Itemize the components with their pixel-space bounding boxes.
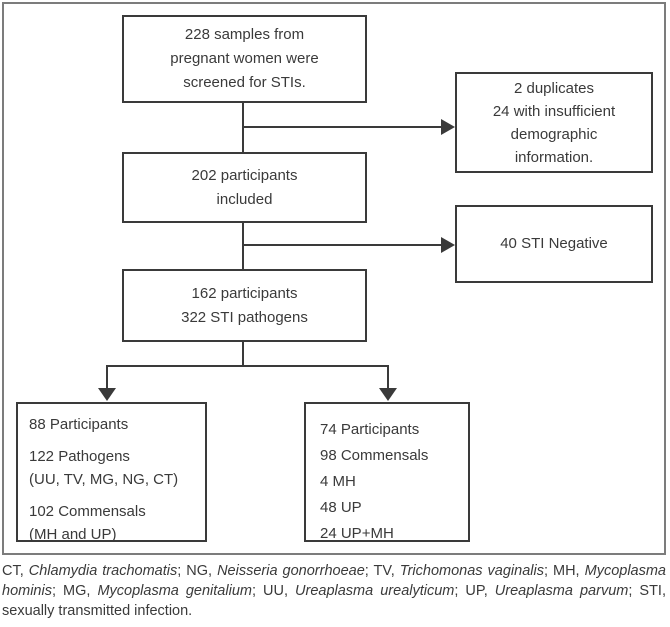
arrowhead-right-negative-icon bbox=[441, 237, 455, 253]
arrowhead-right-excluded-icon bbox=[441, 119, 455, 135]
connector-drop-pathogens bbox=[106, 365, 108, 390]
connector-branch-excluded bbox=[242, 126, 442, 128]
footnote-segment: Mycoplasma genitalium bbox=[97, 583, 252, 599]
box-text-line: 98 Commensals bbox=[320, 447, 429, 464]
footnote-segment: ; TV, bbox=[364, 563, 400, 579]
box-text-line: (MH and UP) bbox=[29, 526, 117, 543]
box-participants-included: 202 participants included bbox=[122, 152, 367, 223]
box-text-line: 2 duplicates bbox=[513, 79, 595, 97]
connector-included-to-positive bbox=[242, 223, 244, 269]
box-text-line: pregnant women were bbox=[170, 50, 319, 67]
arrowhead-down-pathogens-icon bbox=[98, 388, 116, 401]
box-text-line: 48 UP bbox=[320, 499, 362, 516]
footnote-segment: Chlamydia trachomatis bbox=[28, 563, 178, 579]
box-sti-negative: 40 STI Negative bbox=[455, 205, 653, 283]
box-commensals-group: 74 Participants 98 Commensals 4 MH 48 UP… bbox=[304, 402, 470, 542]
connector-positive-stem bbox=[242, 342, 244, 367]
footnote-segment: ; UP, bbox=[454, 583, 495, 599]
box-text-line: 24 with insufficient bbox=[492, 102, 616, 120]
box-text-line: 228 samples from bbox=[184, 26, 305, 43]
footnote-segment: Mycoplasma hominis bbox=[2, 563, 666, 599]
box-text-line: 4 MH bbox=[320, 473, 356, 490]
connector-branch-negative bbox=[242, 244, 442, 246]
footnote-segment: Ureaplasma urealyticum bbox=[295, 583, 455, 599]
box-text-line: 122 Pathogens bbox=[29, 448, 130, 465]
footnote-segment: Neisseria gonorrhoeae bbox=[217, 563, 365, 579]
box-text-line: 74 Participants bbox=[320, 421, 420, 438]
box-text-line: information. bbox=[514, 148, 594, 166]
connector-split-horizontal bbox=[106, 365, 389, 367]
box-text-line: 202 participants bbox=[191, 166, 298, 184]
footnote-segment: ; MG, bbox=[51, 583, 98, 599]
box-text-line: screened for STIs. bbox=[183, 74, 306, 91]
flowchart-frame: 228 samples from pregnant women were scr… bbox=[2, 2, 666, 555]
box-text-line: 40 STI Negative bbox=[500, 235, 608, 252]
connector-drop-commensals bbox=[387, 365, 389, 390]
footnote-segment: Trichomonas vaginalis bbox=[399, 563, 544, 579]
arrowhead-down-commensals-icon bbox=[379, 388, 397, 401]
box-samples-screened: 228 samples from pregnant women were scr… bbox=[122, 15, 367, 103]
footnote-segment: ; MH, bbox=[543, 563, 585, 579]
footnote-segment: ; NG, bbox=[177, 563, 218, 579]
footnote-segment: Ureaplasma parvum bbox=[494, 583, 629, 599]
box-text-line: included bbox=[216, 190, 273, 208]
box-text-line: 162 participants bbox=[191, 284, 298, 302]
box-text-line: 322 STI pathogens bbox=[181, 308, 308, 326]
footnote-segment: ; STI, sexually transmitted infection. bbox=[2, 583, 666, 619]
box-pathogens-group: 88 Participants 122 Pathogens (UU, TV, M… bbox=[16, 402, 207, 543]
box-text-line: demographic bbox=[510, 125, 598, 143]
box-sti-positive: 162 participants 322 STI pathogens bbox=[122, 269, 367, 342]
footnote-segment: CT, bbox=[2, 563, 29, 579]
box-text-line: 88 Participants bbox=[29, 416, 129, 433]
footnote-segment: ; UU, bbox=[251, 583, 296, 599]
box-text-line: (UU, TV, MG, NG, CT) bbox=[29, 471, 179, 488]
box-excluded: 2 duplicates 24 with insufficient demogr… bbox=[455, 72, 653, 173]
abbreviations-footnote: CT, Chlamydia trachomatis; NG, Neisseria… bbox=[2, 561, 666, 621]
box-text-line: 102 Commensals bbox=[29, 503, 146, 520]
box-text-line: 24 UP+MH bbox=[320, 525, 394, 542]
